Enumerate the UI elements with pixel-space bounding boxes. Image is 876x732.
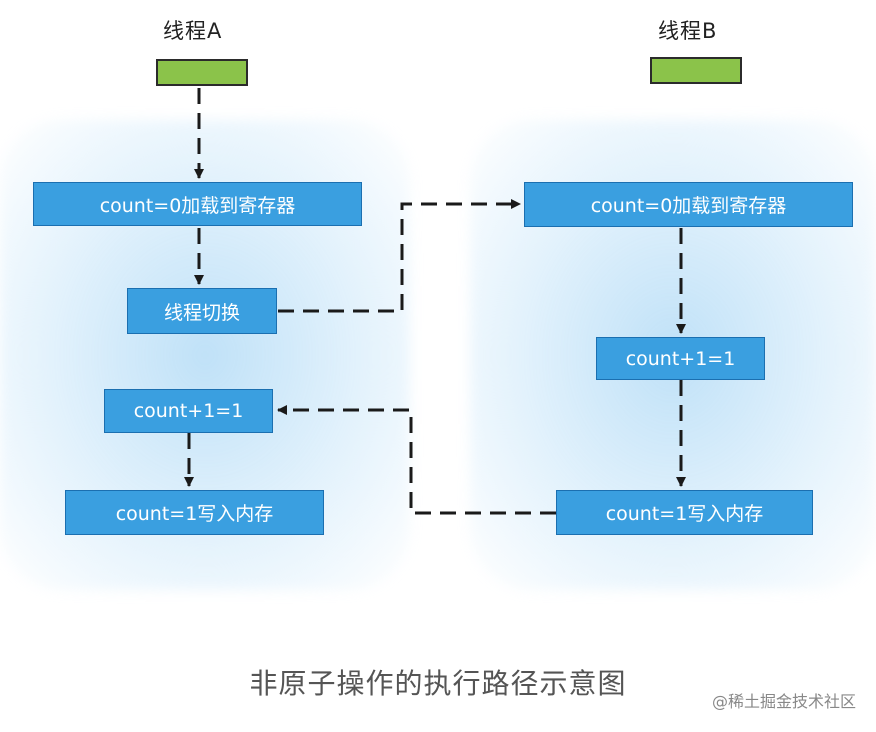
arrow-b-write-to-a-increment — [277, 405, 556, 515]
watermark: @稀土掘金技术社区 — [711, 692, 856, 711]
arrow-switch-to-b-load — [278, 199, 521, 313]
thread-b-write-box: count=1写入内存 — [556, 490, 813, 535]
thread-a-write-box: count=1写入内存 — [65, 490, 324, 535]
thread-b-title: 线程B — [658, 19, 718, 43]
thread-a-switch-box: 线程切换 — [127, 288, 277, 334]
thread-a-start-marker — [156, 59, 248, 86]
thread-b-start-marker — [650, 57, 742, 84]
thread-b-increment-box: count+1=1 — [596, 337, 765, 380]
thread-a-increment-box: count+1=1 — [104, 389, 273, 433]
thread-a-load-box: count=0加载到寄存器 — [33, 182, 362, 226]
figure-caption: 非原子操作的执行路径示意图 — [249, 667, 627, 700]
thread-a-title: 线程A — [163, 19, 223, 43]
thread-b-load-box: count=0加载到寄存器 — [524, 182, 853, 227]
